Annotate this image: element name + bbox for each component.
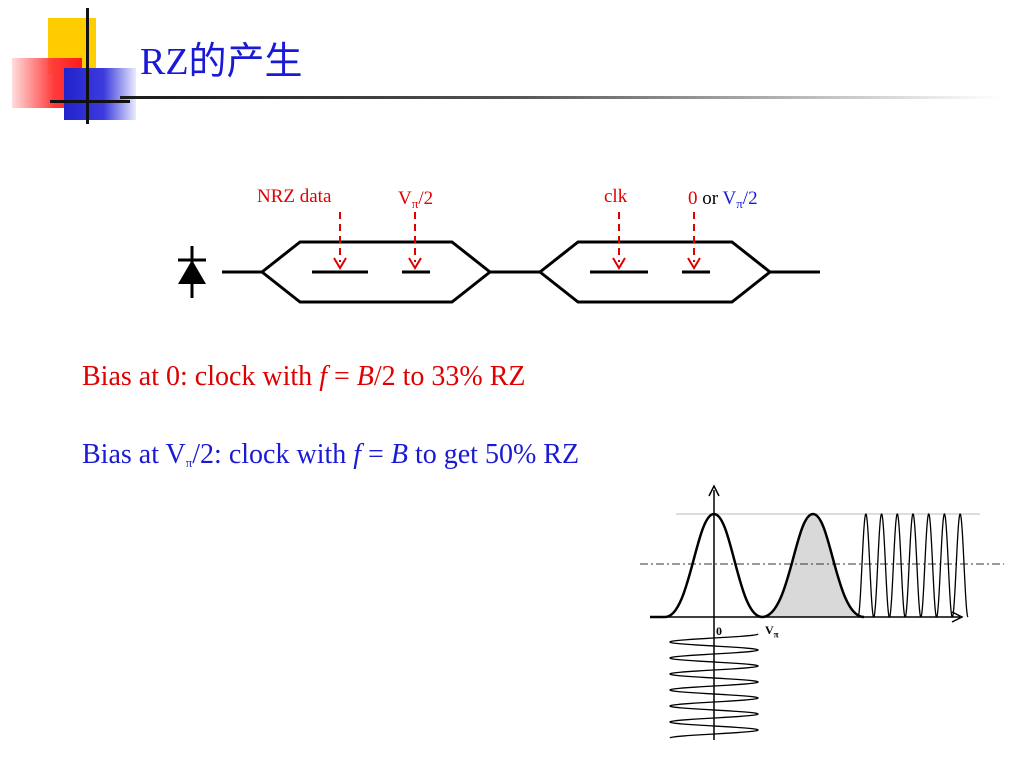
line2-part-a: Bias at V	[82, 439, 186, 470]
arrow-bias2	[687, 212, 701, 270]
output-waveform	[857, 513, 969, 618]
arrow-nrz	[333, 212, 347, 270]
label-nrz-data: NRZ data	[257, 186, 332, 207]
label-vpi-v: V	[398, 188, 412, 209]
line1-eq: =	[326, 361, 357, 392]
line2-B: B	[390, 439, 408, 470]
logo-vertical-line	[86, 8, 89, 124]
arrow-clk	[612, 212, 626, 270]
line2-eq: =	[361, 439, 391, 470]
laser-diode-icon	[178, 246, 206, 298]
label-clk: clk	[604, 186, 628, 207]
label-v2-sub: π	[736, 196, 743, 211]
label-bias-choice: 0 or Vπ/2	[688, 188, 758, 212]
label-v2-v: V	[722, 188, 737, 209]
line2-part-b: /2: clock with	[192, 439, 354, 470]
line1-part-a: Bias at 0: clock with	[82, 361, 320, 392]
logo-horizontal-line	[50, 100, 130, 103]
line2-f: f	[353, 439, 362, 470]
arrow-vpi	[408, 212, 422, 270]
x-axis-arrow	[951, 611, 964, 623]
y-axis-arrow	[708, 484, 720, 497]
tick-zero: 0	[716, 624, 722, 638]
bias-vpi-text: Bias at Vπ/2: clock with f = B to get 50…	[82, 438, 579, 480]
tick-vpi-sub: π	[773, 629, 779, 640]
tick-vpi: Vπ	[765, 623, 779, 639]
logo-blue-bar	[64, 68, 136, 120]
label-zero: 0	[688, 188, 698, 209]
slide-title: RZ的产生	[140, 41, 303, 83]
label-vpi-half: Vπ/2	[398, 188, 433, 212]
bias-zero-text: Bias at 0: clock with f = B/2 to 33% RZ	[82, 360, 526, 394]
line1-B: B	[356, 361, 374, 392]
line2-pi: π	[185, 455, 193, 470]
tick-vpi-v: V	[765, 623, 774, 637]
label-v2-rest: /2	[742, 188, 758, 209]
shaded-output-pulse	[762, 514, 864, 617]
label-vpi-rest: /2	[418, 188, 434, 209]
label-or: or	[697, 188, 723, 209]
drive-waveform	[669, 633, 759, 739]
line1-f: f	[319, 361, 327, 392]
line2-part-c: to get 50% RZ	[407, 439, 580, 470]
label-vpi-sub: π	[411, 196, 419, 211]
line1-part-b: /2 to 33% RZ	[373, 361, 526, 392]
title-underline	[120, 96, 1000, 99]
transfer-curve	[650, 512, 865, 619]
